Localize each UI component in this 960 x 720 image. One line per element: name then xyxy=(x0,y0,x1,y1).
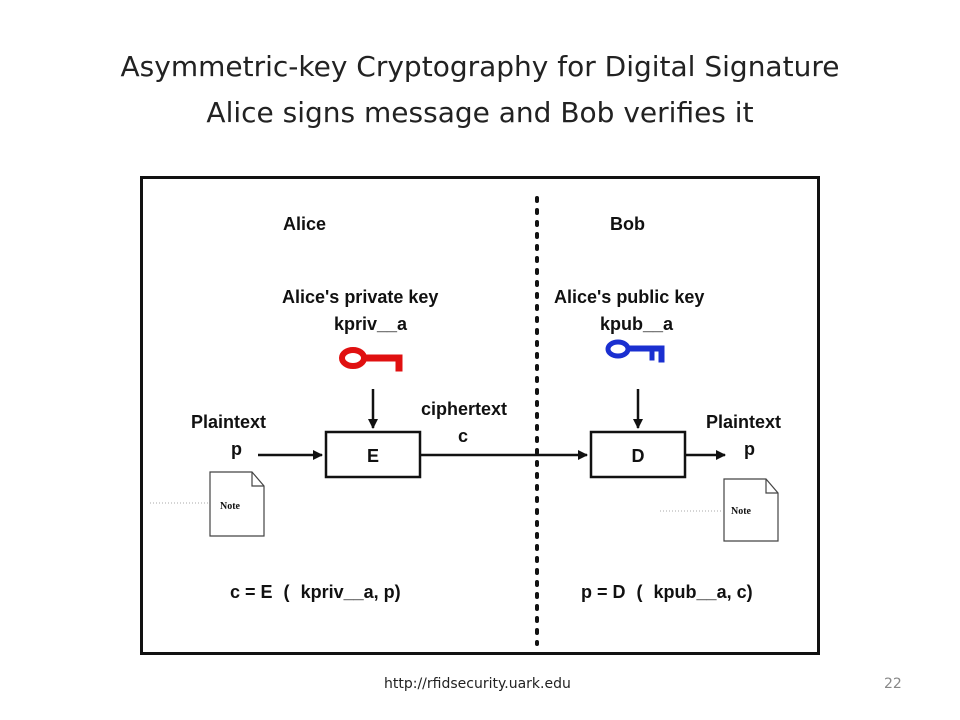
decrypt-box-label: D xyxy=(632,446,645,466)
bob-label: Bob xyxy=(610,214,645,234)
alice-label: Alice xyxy=(283,214,326,234)
diagram-frame xyxy=(140,176,820,655)
alice-plaintext-var: p xyxy=(231,439,242,459)
decrypt-box xyxy=(589,430,687,479)
verification-formula: p = D ( kpub__a, c) xyxy=(581,582,753,602)
bob-plaintext-var: p xyxy=(744,439,755,459)
alice-private-key-name: kpriv__a xyxy=(334,314,408,334)
alice-private-key-label: Alice's private key xyxy=(282,287,438,307)
ciphertext-label: ciphertext xyxy=(421,399,507,419)
bob-note-label: Note xyxy=(731,506,752,517)
bob-plaintext-label: Plaintext xyxy=(706,412,781,432)
note-document-icon: Note xyxy=(723,478,779,542)
slide-subtitle: Alice signs message and Bob verifies it xyxy=(206,96,754,129)
public-key-icon xyxy=(605,339,665,363)
alice-note-label: Note xyxy=(220,501,241,512)
signature-diagram: Alice Bob Alice's private key kpriv__a A… xyxy=(140,176,820,655)
footer-url[interactable]: http://rfidsecurity.uark.edu xyxy=(384,676,571,692)
note-document-icon: Note xyxy=(209,471,265,537)
slide-title: Asymmetric-key Cryptography for Digital … xyxy=(120,50,840,83)
alice-public-key-label: Alice's public key xyxy=(554,287,704,307)
alice-plaintext-label: Plaintext xyxy=(191,412,266,432)
page-number: 22 xyxy=(884,676,902,692)
signing-formula: c = E ( kpriv__a, p) xyxy=(230,582,401,602)
encrypt-box-label: E xyxy=(367,446,379,466)
ciphertext-var: c xyxy=(458,426,468,446)
alice-public-key-name: kpub__a xyxy=(600,314,674,334)
private-key-icon xyxy=(339,347,403,372)
